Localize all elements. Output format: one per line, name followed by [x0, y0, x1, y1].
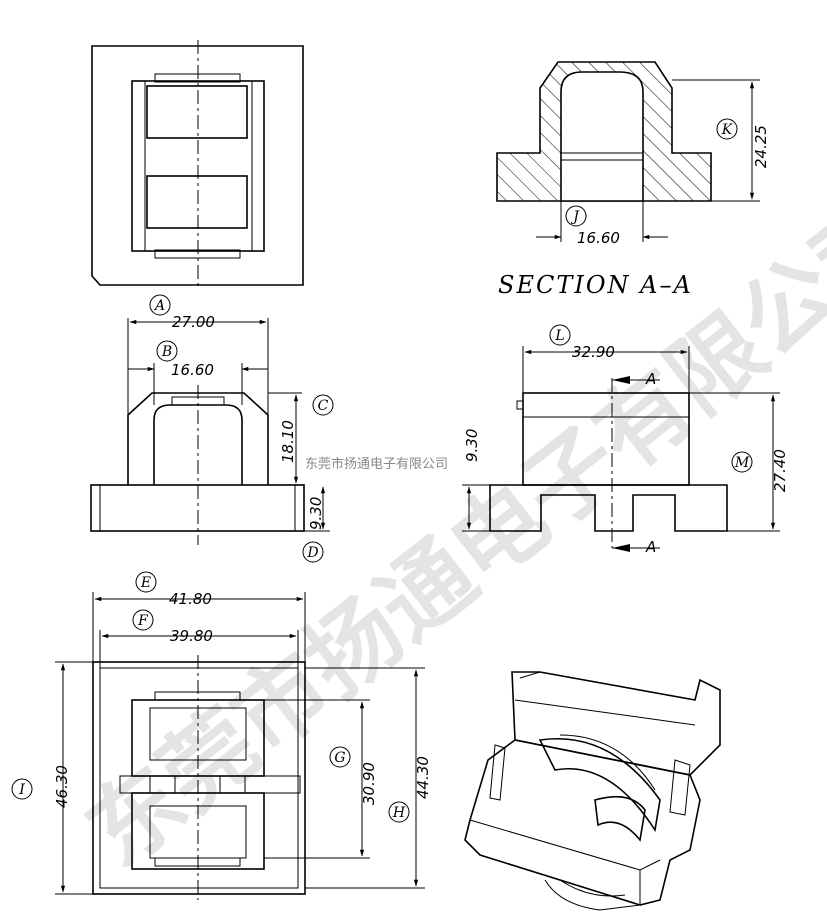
dim-k: K 24.25 [716, 118, 770, 168]
section-a-a-view: SECTION A–A [496, 61, 760, 299]
dim-value: 9.30 [307, 497, 325, 530]
dimension-labels: A 27.00 B 16.60 C 18.10 D 9.30 E 41.80 F… [11, 118, 789, 823]
dim-tag: D [306, 545, 318, 561]
section-marker-top: A [645, 370, 656, 388]
dim-tag: L [554, 328, 564, 344]
dim-value: 41.80 [169, 590, 212, 608]
dim-value: 24.25 [752, 125, 770, 168]
dim-value: 32.90 [572, 343, 615, 361]
dim-value: 30.90 [360, 762, 378, 805]
dim-value: 16.60 [577, 229, 620, 247]
dim-value: 16.60 [171, 361, 214, 379]
section-marker-bottom: A [645, 538, 656, 556]
dim-tag: C [318, 398, 329, 414]
dim-tag: G [334, 750, 345, 766]
dim-i: I 46.30 [11, 765, 71, 808]
dim-value: 46.30 [53, 765, 71, 808]
dim-j: J 16.60 [565, 205, 620, 247]
dim-d: D 9.30 [302, 497, 325, 563]
dim-value: 27.00 [172, 313, 215, 331]
top-view [91, 40, 304, 290]
isometric-view [464, 671, 721, 911]
watermark-small: 东莞市扬通电子有限公司 [305, 456, 448, 472]
dim-tag: K [721, 122, 734, 138]
dim-tag: A [153, 298, 165, 314]
dim-c: C 18.10 [279, 394, 334, 463]
bottom-view [55, 592, 425, 900]
dim-tag: F [137, 613, 149, 629]
dim-tag: I [18, 782, 25, 798]
dim-value: 18.10 [279, 420, 297, 463]
watermark-large: 东莞市扬通电子有限公司 [68, 180, 827, 887]
dim-value: 39.80 [170, 627, 213, 645]
dim-value: 27.40 [771, 449, 789, 492]
side-height-value: 9.30 [463, 429, 481, 462]
side-view [462, 346, 780, 552]
dim-l: L 32.90 [549, 324, 615, 361]
dim-tag: E [140, 575, 151, 591]
dim-a: A 27.00 [149, 294, 215, 331]
dim-g: G 30.90 [329, 746, 378, 805]
front-view [90, 318, 330, 545]
dim-f: F 39.80 [132, 609, 213, 645]
section-title: SECTION A–A [498, 271, 693, 299]
dim-tag: M [734, 455, 750, 471]
dim-tag: J [570, 209, 580, 225]
dim-tag: H [392, 805, 406, 821]
dim-e: E 41.80 [135, 571, 212, 608]
dim-value: 44.30 [414, 756, 432, 799]
dim-h: H 44.30 [388, 756, 432, 823]
watermark: 东莞市扬通电子有限公司 东莞市扬通电子有限公司 [68, 180, 827, 887]
dim-tag: B [161, 344, 172, 360]
dim-m: M 27.40 [731, 449, 789, 492]
dim-b: B 16.60 [156, 340, 214, 379]
